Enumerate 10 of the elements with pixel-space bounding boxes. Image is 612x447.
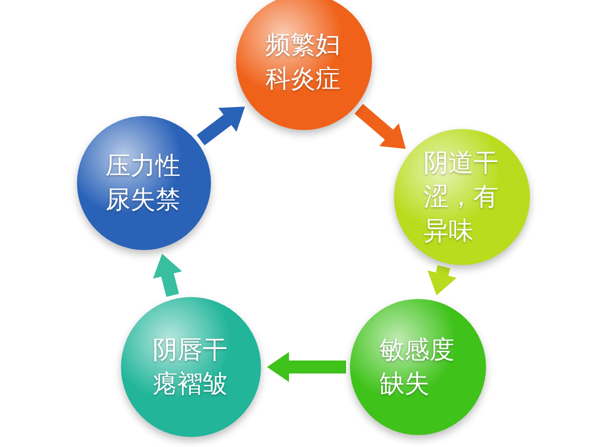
stage-circle bbox=[236, 0, 372, 130]
stage-label: 阴道干涩，有异味 bbox=[423, 147, 500, 247]
arrow bbox=[354, 104, 406, 149]
stage-label: 压力性尿失禁 bbox=[105, 150, 182, 216]
stage-label: 敏感度缺失 bbox=[379, 334, 456, 400]
arrow bbox=[152, 254, 182, 297]
arrow bbox=[267, 352, 346, 382]
stage-label: 阴唇干瘪褶皱 bbox=[152, 334, 228, 400]
stage-label: 频繁妇科炎症 bbox=[265, 29, 342, 95]
arrow bbox=[428, 265, 457, 296]
